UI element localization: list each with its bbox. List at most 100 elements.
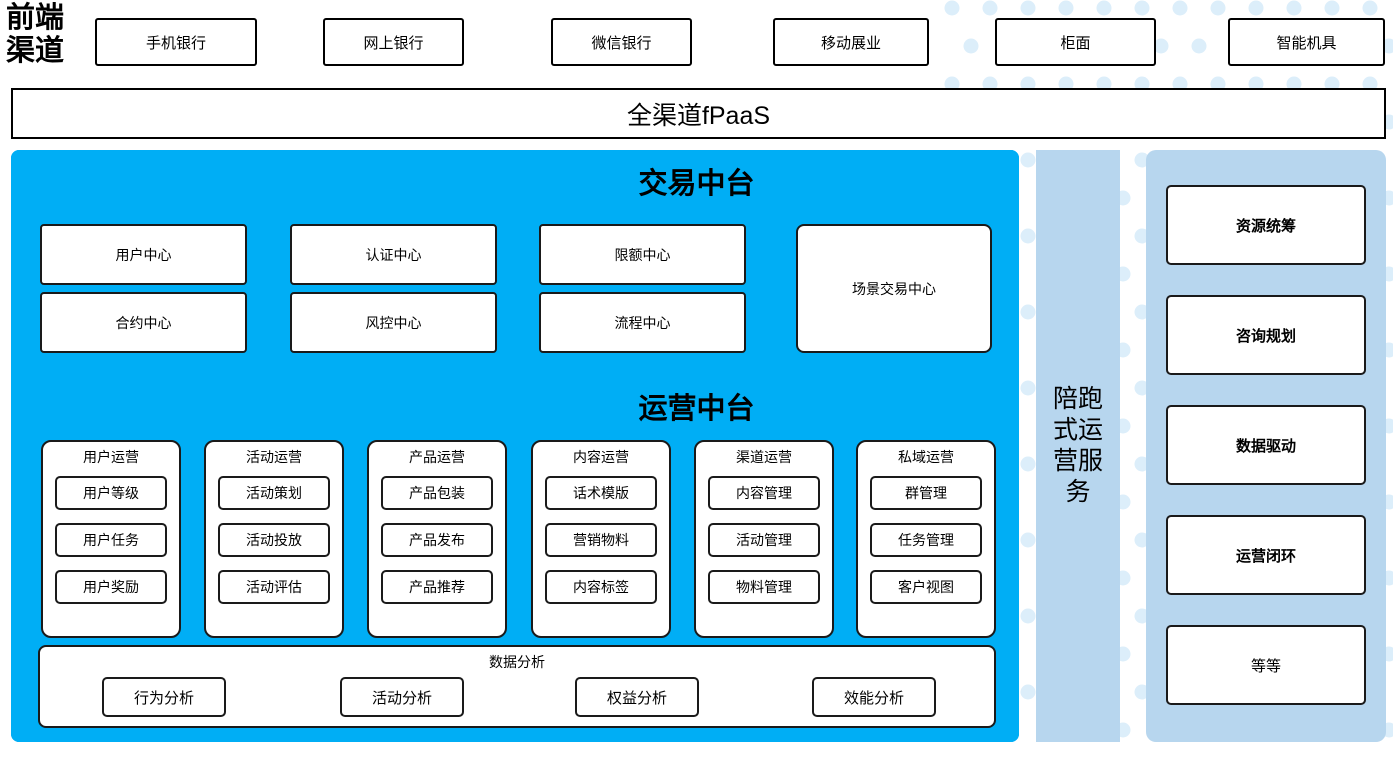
service-card-label: 咨询规划 [1235, 327, 1296, 345]
transaction-center-box[interactable]: 认证中心 [290, 224, 497, 285]
operation-item-label: 内容标签 [573, 579, 629, 595]
operation-column-3: 产品运营产品包装产品发布产品推荐 [367, 440, 507, 638]
channel-label: 微信银行 [591, 34, 652, 52]
operation-item-label: 产品发布 [409, 532, 465, 548]
service-card-3[interactable]: 数据驱动 [1166, 405, 1366, 485]
operation-item[interactable]: 用户奖励 [55, 570, 167, 604]
transaction-platform-title: 交易中台 [638, 168, 755, 200]
data-analysis-item-label: 效能分析 [843, 689, 904, 707]
operation-column-title: 活动运营 [246, 449, 302, 465]
channel-label: 智能机具 [1276, 34, 1337, 52]
operation-item[interactable]: 活动投放 [218, 523, 330, 557]
operation-item-label: 产品推荐 [409, 579, 465, 595]
operation-item-label: 任务管理 [898, 532, 954, 548]
service-capability-panel: 资源统筹咨询规划数据驱动运营闭环等等 [1146, 150, 1386, 742]
data-analysis-item[interactable]: 效能分析 [812, 677, 936, 717]
transaction-center-label: 流程中心 [614, 314, 671, 331]
operation-column-2: 活动运营活动策划活动投放活动评估 [204, 440, 344, 638]
operation-column-title: 用户运营 [83, 449, 139, 465]
channel-box-5[interactable]: 柜面 [995, 18, 1156, 66]
frontend-channel-row: 前端渠道 手机银行 网上银行 微信银行 移动展业 柜面 智能机具 [0, 0, 1393, 84]
operation-column-title: 渠道运营 [736, 449, 792, 465]
operation-item[interactable]: 产品推荐 [381, 570, 493, 604]
scene-transaction-center-box[interactable]: 场景交易中心 [796, 224, 992, 353]
operation-item-label: 活动投放 [246, 532, 302, 548]
service-card-1[interactable]: 资源统筹 [1166, 185, 1366, 265]
fpaas-label: 全渠道fPaaS [626, 101, 771, 130]
operation-item-label: 活动评估 [246, 579, 302, 595]
transaction-center-box[interactable]: 风控中心 [290, 292, 497, 353]
accompaniment-service-label: 陪跑式运营服务 [1052, 385, 1103, 506]
operation-item[interactable]: 话术模版 [545, 476, 657, 510]
service-card-4[interactable]: 运营闭环 [1166, 515, 1366, 595]
channel-box-2[interactable]: 网上银行 [323, 18, 464, 66]
accompaniment-service-column: 陪跑式运营服务 [1036, 150, 1120, 742]
service-card-label: 资源统筹 [1235, 217, 1296, 235]
transaction-center-box[interactable]: 限额中心 [539, 224, 746, 285]
transaction-center-box[interactable]: 合约中心 [40, 292, 247, 353]
operation-item[interactable]: 活动策划 [218, 476, 330, 510]
operation-item[interactable]: 物料管理 [708, 570, 820, 604]
operation-item[interactable]: 群管理 [870, 476, 982, 510]
frontend-channel-label: 前端渠道 [6, 2, 65, 67]
operation-item-label: 用户奖励 [83, 579, 139, 595]
data-analysis-item-label: 活动分析 [371, 689, 432, 707]
operation-item-label: 活动管理 [736, 532, 792, 548]
transaction-center-label: 合约中心 [115, 314, 172, 331]
operation-item[interactable]: 产品发布 [381, 523, 493, 557]
scene-transaction-center-label: 场景交易中心 [852, 280, 936, 297]
operation-item[interactable]: 活动评估 [218, 570, 330, 604]
operation-item-label: 用户等级 [83, 485, 139, 501]
fpaas-bar[interactable]: 全渠道fPaaS [11, 88, 1386, 139]
channel-box-6[interactable]: 智能机具 [1228, 18, 1385, 66]
operation-column-title: 内容运营 [573, 449, 629, 465]
transaction-center-label: 风控中心 [365, 314, 422, 331]
data-analysis-band: 数据分析 行为分析 活动分析 权益分析 效能分析 [38, 645, 996, 728]
channel-box-4[interactable]: 移动展业 [773, 18, 929, 66]
service-card-label: 数据驱动 [1235, 437, 1296, 455]
operation-item[interactable]: 内容管理 [708, 476, 820, 510]
operation-item[interactable]: 任务管理 [870, 523, 982, 557]
operation-column-1: 用户运营用户等级用户任务用户奖励 [41, 440, 181, 638]
data-analysis-item-label: 权益分析 [606, 689, 667, 707]
operation-item[interactable]: 用户等级 [55, 476, 167, 510]
transaction-center-label: 认证中心 [365, 246, 422, 263]
operation-item-label: 活动策划 [246, 485, 302, 501]
channel-label: 手机银行 [145, 34, 206, 52]
operation-item-label: 内容管理 [736, 485, 792, 501]
transaction-center-box[interactable]: 流程中心 [539, 292, 746, 353]
channel-label: 柜面 [1060, 34, 1091, 52]
data-analysis-item[interactable]: 行为分析 [102, 677, 226, 717]
operation-item-label: 用户任务 [83, 532, 139, 548]
operation-platform-title: 运营中台 [638, 393, 755, 425]
operation-column-title: 产品运营 [409, 449, 465, 465]
channel-label: 移动展业 [820, 34, 881, 52]
operation-item[interactable]: 活动管理 [708, 523, 820, 557]
transaction-center-box[interactable]: 用户中心 [40, 224, 247, 285]
operation-item-label: 物料管理 [736, 579, 792, 595]
channel-box-3[interactable]: 微信银行 [551, 18, 692, 66]
data-analysis-title: 数据分析 [489, 654, 545, 670]
operation-item[interactable]: 用户任务 [55, 523, 167, 557]
service-card-5[interactable]: 等等 [1166, 625, 1366, 705]
service-card-label: 运营闭环 [1235, 547, 1296, 565]
channel-label: 网上银行 [363, 34, 424, 52]
transaction-center-label: 用户中心 [115, 246, 172, 263]
operation-item[interactable]: 内容标签 [545, 570, 657, 604]
operation-item[interactable]: 产品包装 [381, 476, 493, 510]
operation-column-4: 内容运营话术模版营销物料内容标签 [531, 440, 671, 638]
operation-item-label: 产品包装 [409, 485, 465, 501]
operation-column-title: 私域运营 [898, 449, 954, 465]
operation-column-5: 渠道运营内容管理活动管理物料管理 [694, 440, 834, 638]
transaction-center-label: 限额中心 [614, 246, 671, 263]
data-analysis-item[interactable]: 权益分析 [575, 677, 699, 717]
service-card-2[interactable]: 咨询规划 [1166, 295, 1366, 375]
channel-box-1[interactable]: 手机银行 [95, 18, 257, 66]
operation-column-6: 私域运营群管理任务管理客户视图 [856, 440, 996, 638]
service-card-label: 等等 [1250, 657, 1281, 675]
operation-item[interactable]: 客户视图 [870, 570, 982, 604]
data-analysis-item-label: 行为分析 [133, 689, 194, 707]
operation-item-label: 群管理 [905, 485, 947, 501]
data-analysis-item[interactable]: 活动分析 [340, 677, 464, 717]
operation-item[interactable]: 营销物料 [545, 523, 657, 557]
